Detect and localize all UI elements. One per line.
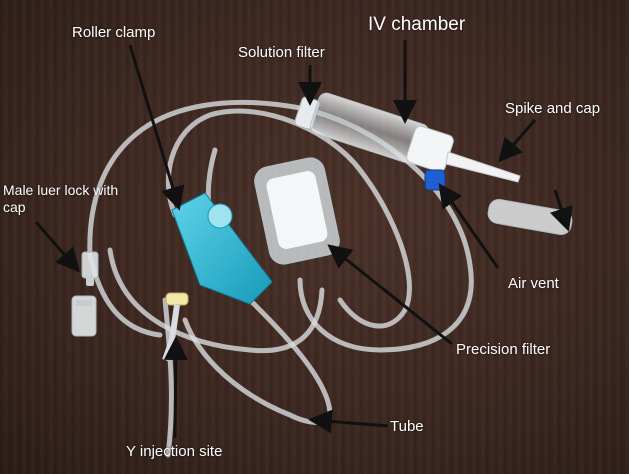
label-precision-filter: Precision filter [456,341,551,358]
arrow-tube [308,409,389,434]
roller-clamp [171,192,273,305]
arrow-roller-clamp [128,44,185,211]
arrow-precision-filter [327,244,453,346]
annotation-arrows [34,40,573,439]
arrow-male-luer-lock [34,221,80,273]
label-tube: Tube [390,418,424,435]
label-male-luer-lock: Male luer lock with cap [3,182,119,215]
label-y-injection-site: Y injection site [126,443,223,460]
label-air-vent: Air vent [508,275,559,292]
arrow-spike-cap [549,189,573,232]
arrow-air-vent [438,183,500,269]
iv-chamber [294,92,454,173]
precision-filter [254,157,340,265]
luer-cap [71,295,97,337]
label-iv-chamber: IV chamber [368,14,466,35]
male-luer-lock [81,251,99,286]
arrow-spike-and-cap [498,119,537,163]
label-solution-filter: Solution filter [238,44,325,61]
label-spike-and-cap: Spike and cap [505,100,601,117]
label-roller-clamp: Roller clamp [72,24,156,41]
spike [445,151,521,183]
air-vent [424,169,446,191]
arrow-y-injection-site [163,336,188,439]
